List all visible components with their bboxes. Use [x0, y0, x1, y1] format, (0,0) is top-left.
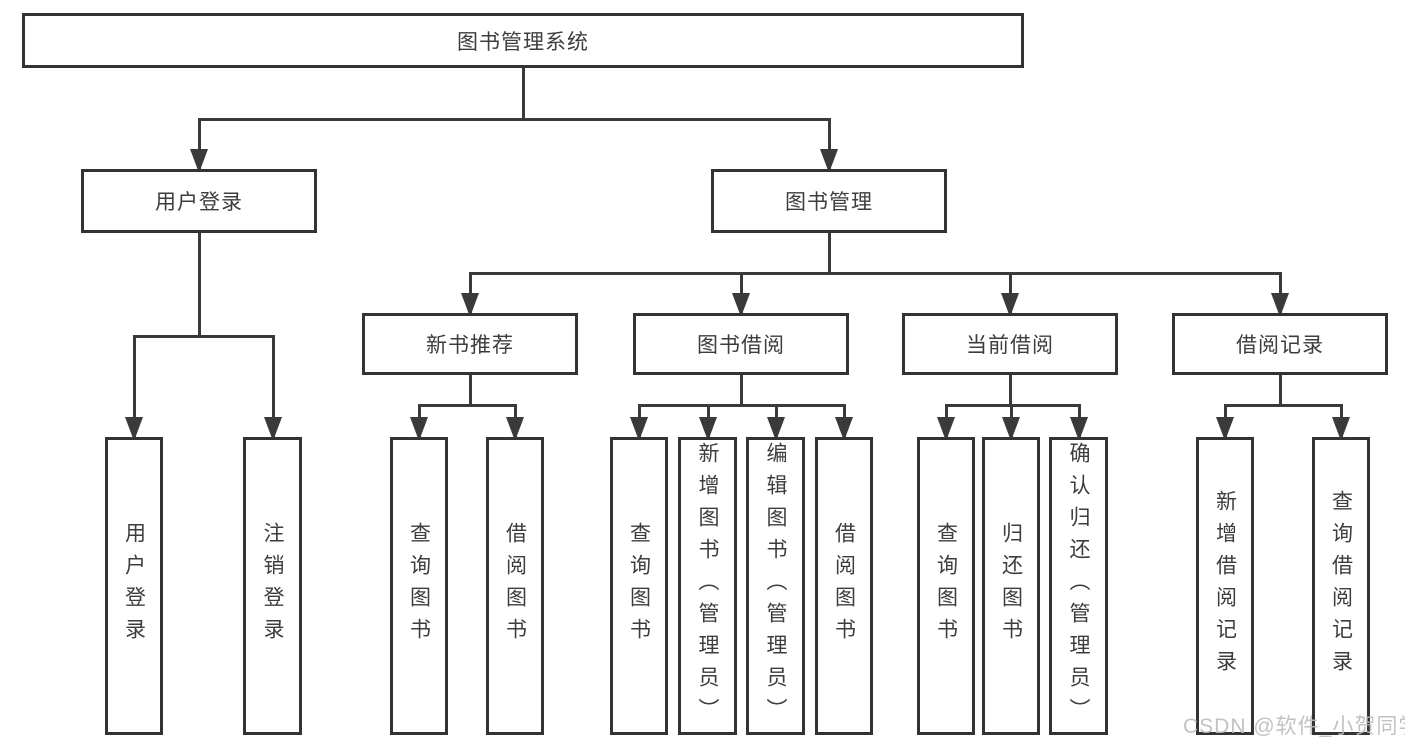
- connector-line: [828, 233, 831, 275]
- connector-line: [1224, 404, 1343, 407]
- node-label: 借阅记录: [1236, 334, 1324, 357]
- arrow-down-icon: [461, 293, 479, 317]
- node-user-login: 用户登录: [81, 169, 317, 233]
- arrow-down-icon: [937, 417, 955, 441]
- arrow-down-icon: [1001, 293, 1019, 317]
- arrow-down-icon: [732, 293, 750, 317]
- node-label: 图书管理系统: [457, 30, 589, 54]
- node-root: 图书管理系统: [22, 13, 1024, 68]
- node-book-borrow: 图书借阅: [633, 313, 849, 375]
- node-book-mgmt: 图书管理: [711, 169, 947, 233]
- node-borrow-records: 借阅记录: [1172, 313, 1388, 375]
- arrow-down-icon: [1070, 417, 1088, 441]
- node-label: 图书借阅: [697, 334, 785, 357]
- connector-line: [198, 118, 831, 121]
- node-leaf-login: 用户登录: [105, 437, 163, 735]
- node-label: 查询图书: [934, 522, 958, 650]
- node-leaf-bb-add: 新增图书（管理员）: [678, 437, 737, 735]
- arrow-down-icon: [1002, 417, 1020, 441]
- arrow-down-icon: [506, 417, 524, 441]
- node-leaf-cb-confirm: 确认归还（管理员）: [1049, 437, 1108, 735]
- connector-line: [272, 335, 275, 440]
- node-leaf-br-add: 新增借阅记录: [1196, 437, 1254, 735]
- connector-line: [198, 118, 201, 172]
- node-new-book-rec: 新书推荐: [362, 313, 578, 375]
- arrow-down-icon: [699, 417, 717, 441]
- arrow-down-icon: [1216, 417, 1234, 441]
- node-leaf-rec-query: 查询图书: [390, 437, 448, 735]
- connector-line: [133, 335, 275, 338]
- node-label: 新书推荐: [426, 334, 514, 357]
- connector-line: [418, 404, 517, 407]
- node-label: 当前借阅: [966, 334, 1054, 357]
- node-leaf-bb-query: 查询图书: [610, 437, 668, 735]
- arrow-down-icon: [264, 417, 282, 441]
- connector-line: [198, 233, 201, 338]
- connector-line: [1279, 375, 1282, 407]
- node-label: 归还图书: [999, 522, 1023, 650]
- arrow-down-icon: [767, 417, 785, 441]
- arrow-down-icon: [1332, 417, 1350, 441]
- node-label: 借阅图书: [832, 522, 856, 650]
- node-leaf-rec-borrow: 借阅图书: [486, 437, 544, 735]
- node-leaf-br-query: 查询借阅记录: [1312, 437, 1370, 735]
- node-label: 新增图书（管理员）: [696, 442, 719, 730]
- node-label: 编辑图书（管理员）: [764, 442, 787, 730]
- connector-line: [945, 404, 1081, 407]
- node-current-borrow: 当前借阅: [902, 313, 1118, 375]
- arrow-down-icon: [125, 417, 143, 441]
- node-label: 查询借阅记录: [1329, 490, 1353, 682]
- connector-line: [828, 118, 831, 172]
- node-leaf-logout: 注销登录: [243, 437, 302, 735]
- node-label: 确认归还（管理员）: [1067, 442, 1090, 730]
- node-label: 新增借阅记录: [1213, 490, 1237, 682]
- watermark: CSDN @软件_小贺同学: [1183, 715, 1405, 738]
- arrow-down-icon: [410, 417, 428, 441]
- node-leaf-bb-borrow: 借阅图书: [815, 437, 873, 735]
- connector-line: [1009, 375, 1012, 407]
- node-leaf-bb-edit: 编辑图书（管理员）: [746, 437, 805, 735]
- connector-line: [638, 404, 846, 407]
- connector-line: [133, 335, 136, 440]
- arrow-down-icon: [820, 149, 838, 173]
- node-label: 用户登录: [155, 191, 243, 214]
- node-leaf-cb-query: 查询图书: [917, 437, 975, 735]
- node-label: 用户登录: [122, 522, 146, 650]
- node-label: 查询图书: [627, 522, 651, 650]
- arrow-down-icon: [835, 417, 853, 441]
- arrow-down-icon: [190, 149, 208, 173]
- connector-line: [469, 272, 1282, 275]
- node-label: 借阅图书: [503, 522, 527, 650]
- node-label: 注销登录: [261, 522, 284, 650]
- node-label: 查询图书: [407, 522, 431, 650]
- arrow-down-icon: [630, 417, 648, 441]
- connector-line: [740, 375, 743, 407]
- arrow-down-icon: [1271, 293, 1289, 317]
- node-label: 图书管理: [785, 191, 873, 214]
- connector-line: [522, 68, 525, 121]
- node-leaf-cb-return: 归还图书: [982, 437, 1040, 735]
- connector-line: [469, 375, 472, 407]
